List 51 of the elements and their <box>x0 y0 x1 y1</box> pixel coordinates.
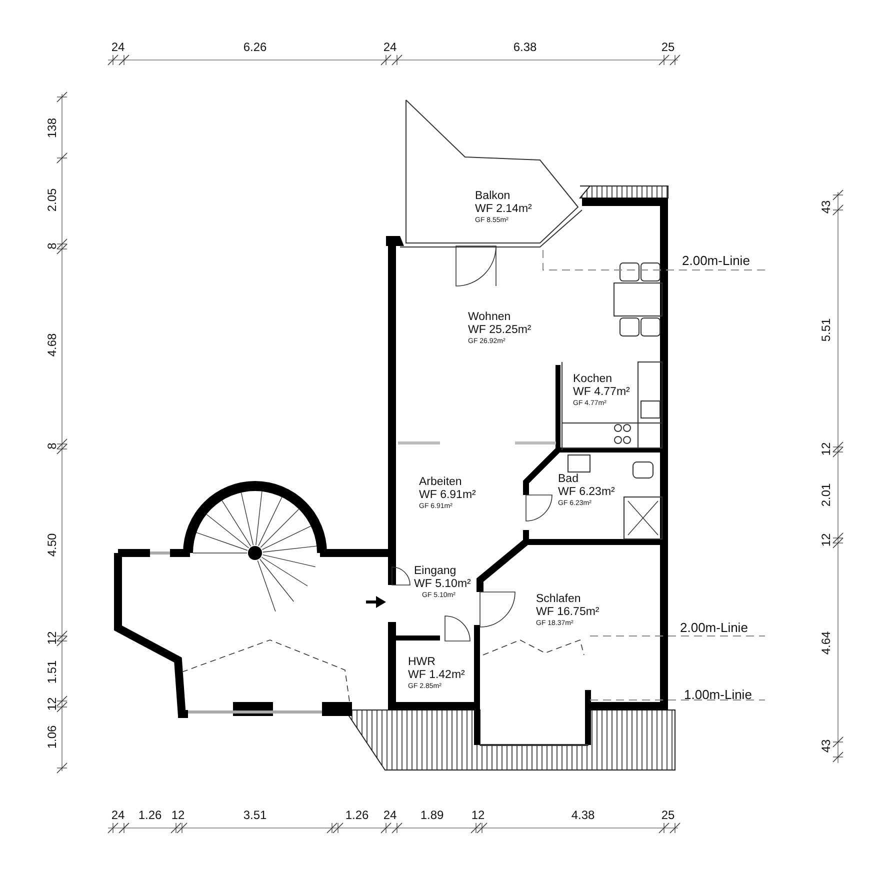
dimension-label: 3.51 <box>243 809 267 821</box>
dimension-label: 24 <box>383 809 397 821</box>
room-name: HWR <box>408 657 436 668</box>
dimension-label: 4.68 <box>46 333 58 357</box>
area-label: WF 6.23m² <box>558 487 615 498</box>
dimension-label: 5.51 <box>820 318 832 342</box>
dimension-label: 1.51 <box>46 660 58 684</box>
area-label: WF 2.14m² <box>475 204 532 216</box>
dimension-label: 8 <box>46 242 58 250</box>
height-line-label: 2.00m-Linie <box>680 621 748 634</box>
area-label: WF 6.91m² <box>419 490 476 502</box>
room-name: Eingang <box>414 566 456 578</box>
dimension-label: 6.26 <box>243 41 267 53</box>
dimension-label: 6.38 <box>513 41 537 53</box>
dimension-label: 24 <box>383 41 397 53</box>
area-label: WF 16.75m² <box>536 607 600 618</box>
dimension-label: 24 <box>111 809 125 821</box>
dimension-label: 4.50 <box>46 533 58 557</box>
dimension-label: 12 <box>46 631 58 645</box>
dimension-label: 43 <box>820 200 832 214</box>
dimension-label: 1.89 <box>420 809 444 821</box>
dimension-label: 1.26 <box>138 809 162 821</box>
dimension-label: 25 <box>661 809 675 821</box>
dimension-label: 8 <box>46 442 58 450</box>
height-line-label: 1.00m-Linie <box>684 688 752 701</box>
dimension-label: 12 <box>171 809 185 821</box>
dimension-label: 24 <box>111 41 125 53</box>
room-name: Arbeiten <box>419 477 462 488</box>
dimension-label: 2.05 <box>46 188 58 212</box>
dimension-label: 12 <box>471 809 485 821</box>
room-name: Schlafen <box>536 594 581 606</box>
area-label: WF 4.77m² <box>573 387 630 398</box>
dimension-label: 2.01 <box>820 483 832 507</box>
dimension-label: 12 <box>820 533 832 547</box>
dimension-label: 4.64 <box>820 631 832 655</box>
room-name: Wohnen <box>468 312 511 324</box>
room-name: Bad <box>558 474 578 486</box>
dimension-label: 138 <box>46 118 58 138</box>
room-name: Kochen <box>573 374 612 386</box>
area-label: WF 1.42m² <box>408 670 465 682</box>
dimension-label: 4.38 <box>571 809 595 821</box>
area-label: WF 25.25m² <box>468 325 532 336</box>
area-label: WF 5.10m² <box>414 579 471 590</box>
dimension-label: 25 <box>661 41 675 53</box>
dimension-label: 1.26 <box>345 809 369 821</box>
dimension-label: 43 <box>820 739 832 753</box>
dimension-label: 1.06 <box>46 725 58 749</box>
dimension-label: 12 <box>46 697 58 711</box>
dimension-label: 12 <box>820 442 832 456</box>
room-name: Balkon <box>475 191 510 202</box>
height-line-label: 2.00m-Linie <box>682 254 750 267</box>
